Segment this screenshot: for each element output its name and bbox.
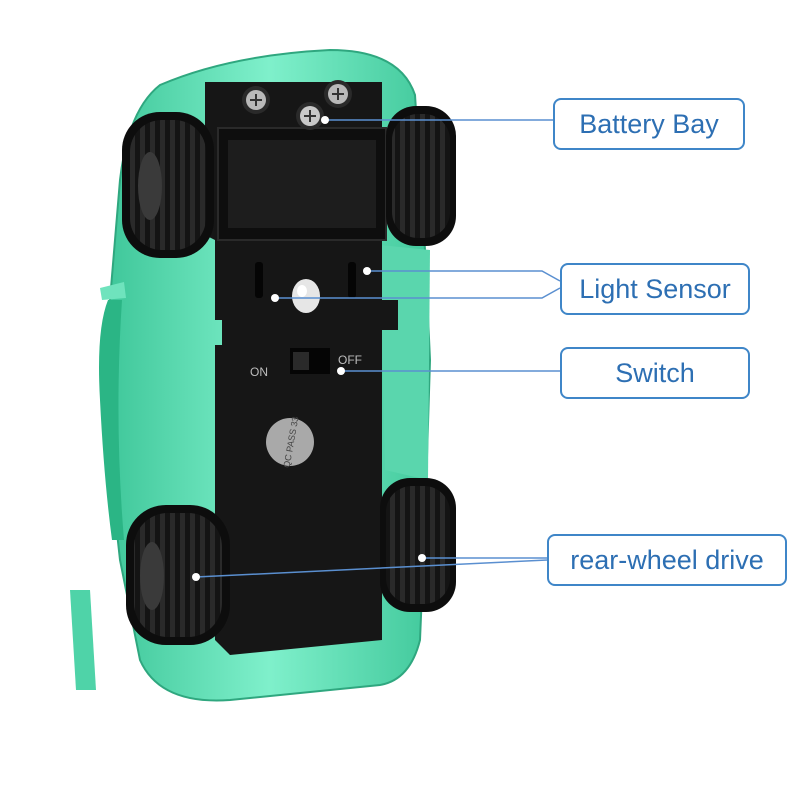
wheel-rear-right	[380, 478, 456, 612]
callout-rear-wheel-drive: rear-wheel drive	[547, 534, 787, 586]
switch-off-label: OFF	[338, 353, 362, 367]
power-switch	[290, 348, 330, 374]
callout-light-sensor-label: Light Sensor	[579, 273, 731, 304]
callout-switch-label: Switch	[615, 357, 695, 388]
screws	[242, 80, 352, 130]
callout-light-sensor: Light Sensor	[560, 263, 750, 315]
callout-battery-bay: Battery Bay	[553, 98, 745, 150]
wheel-front-right	[386, 106, 456, 246]
leader-rear-left	[195, 559, 548, 578]
callout-battery-bay-label: Battery Bay	[579, 108, 719, 139]
qc-sticker: QC PASS 33	[266, 416, 314, 469]
wheel-rear-left	[126, 505, 230, 645]
leader-light-top	[367, 270, 561, 282]
switch-on-label: ON	[250, 365, 268, 379]
wheel-front-left	[122, 112, 214, 258]
callout-switch: Switch	[560, 347, 750, 399]
leader-dots	[192, 116, 426, 581]
callout-rear-wheel-drive-label: rear-wheel drive	[570, 544, 764, 575]
leader-lines	[195, 119, 561, 578]
leader-light-bottom	[275, 287, 561, 299]
light-sensor	[255, 262, 356, 313]
